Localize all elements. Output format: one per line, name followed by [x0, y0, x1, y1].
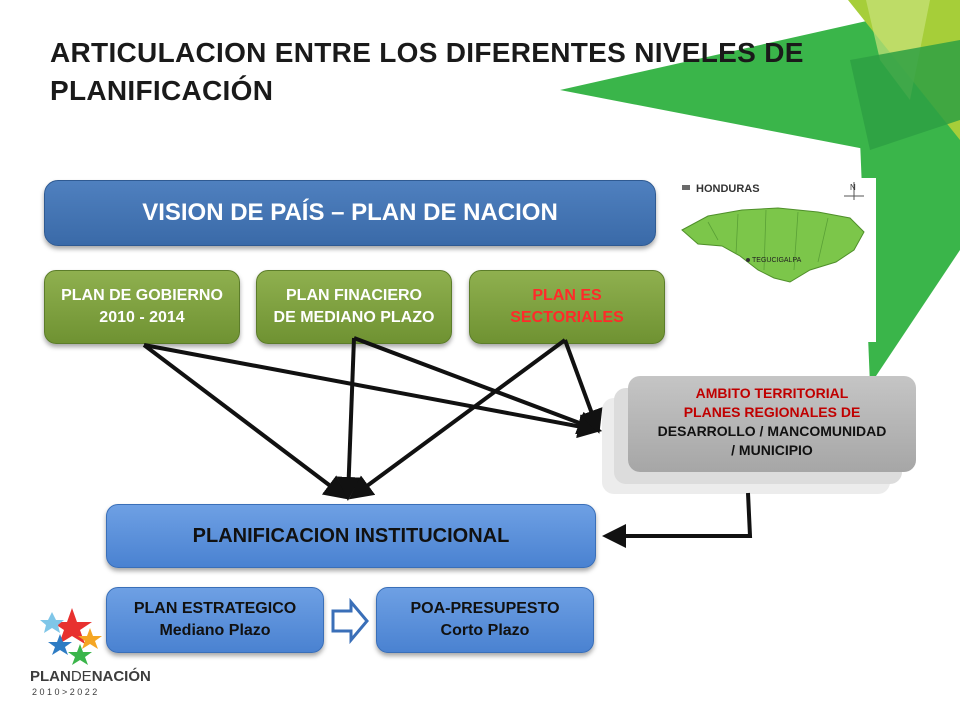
plan-financiero-line2: DE MEDIANO PLAZO	[273, 309, 435, 326]
map-country-label: HONDURAS	[696, 183, 760, 195]
vision-box: VISION DE PAÍS – PLAN DE NACION	[44, 180, 656, 246]
svg-text:N: N	[850, 183, 856, 192]
ambito-territorial-box: AMBITO TERRITORIAL PLANES REGIONALES DE …	[628, 376, 916, 472]
page-title: ARTICULACION ENTRE LOS DIFERENTES NIVELE…	[50, 37, 804, 106]
planes-sectoriales-line2: SECTORIALES	[510, 309, 624, 326]
map-country-shape	[681, 207, 865, 283]
plan-gobierno-line2: 2010 - 2014	[99, 309, 185, 326]
map-city-label: TEGUCIGALPA	[752, 257, 802, 264]
legend-swatch-icon	[682, 185, 690, 190]
planificacion-institucional-box: PLANIFICACION INSTITUCIONAL	[106, 504, 596, 568]
ambito-line1: AMBITO TERRITORIAL	[695, 385, 849, 401]
compass-icon: N	[844, 182, 864, 200]
ambito-line4: / MUNICIPIO	[731, 442, 813, 458]
poa-line2: Corto Plazo	[440, 622, 530, 639]
poa-presupuesto-box: POA-PRESUPESTO Corto Plazo	[376, 587, 594, 653]
plan-gobierno-line1: PLAN DE GOBIERNO	[61, 287, 223, 304]
planes-sectoriales-line1: PLAN ES	[532, 287, 602, 304]
ambito-line3: DESARROLLO / MANCOMUNIDAD	[657, 423, 887, 439]
poa-line1: POA-PRESUPESTO	[410, 600, 560, 617]
honduras-map: HONDURAS N TEGUCIGALPA	[678, 178, 876, 342]
dark-green-shape	[850, 40, 960, 150]
green-ribbon-shape	[860, 140, 960, 385]
plan-financiero-box: PLAN FINACIERO DE MEDIANO PLAZO	[256, 270, 452, 344]
planes-sectoriales-box: PLAN ES SECTORIALES	[469, 270, 665, 344]
logo-stars-icon	[40, 608, 102, 665]
logo-name-text: PLANDENACIÓN	[30, 667, 151, 685]
logo-years-text: 2 0 1 0 > 2 0 2 2	[32, 687, 97, 697]
plan-de-nacion-logo: PLANDENACIÓN 2 0 1 0 > 2 0 2 2	[30, 600, 180, 700]
capital-marker-icon	[746, 258, 750, 262]
plan-estrategico-line1: PLAN ESTRATEGICO	[133, 600, 297, 617]
plan-estrategico-line2: Mediano Plazo	[159, 622, 271, 639]
green-band-shape	[560, 0, 960, 150]
ambito-line2: PLANES REGIONALES DE	[683, 404, 861, 420]
plan-estrategico-box: PLAN ESTRATEGICO Mediano Plazo	[106, 587, 324, 653]
plan-financiero-line1: PLAN FINACIERO	[286, 287, 422, 304]
plan-gobierno-box: PLAN DE GOBIERNO 2010 - 2014	[44, 270, 240, 344]
